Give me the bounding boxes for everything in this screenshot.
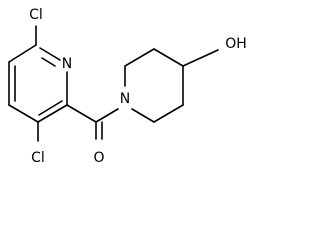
structure-canvas: Cl N Cl O N OH (8, 7, 247, 166)
bond-c3-c2 (37, 104, 68, 123)
bond-c2-carbonyl (66, 104, 97, 123)
bond-ce-n (131, 108, 155, 123)
bond-ca-cb (124, 48, 155, 67)
bond-n1-c6 (39, 47, 61, 61)
atom-label-n-piperidine: N (120, 91, 130, 107)
bond-n1-c6-inner (41, 57, 56, 67)
bond-c3-c2-inner (38, 100, 63, 116)
bond-carbonyl-n (95, 108, 119, 123)
molecule-diagram: Cl N Cl O N OH (8, 7, 247, 166)
atom-label-cl-top: Cl (29, 7, 43, 23)
atom-label-o-carbonyl: O (93, 150, 104, 166)
bond-cd-ce (153, 104, 184, 123)
atom-label-cl-bottom: Cl (31, 150, 45, 166)
bond-c4-c3 (8, 104, 39, 123)
atom-label-oh: OH (225, 36, 247, 52)
bond-c6-c5 (8, 44, 37, 63)
bond-cb-cc (153, 48, 184, 67)
atom-label-n-pyridine: N (62, 56, 72, 72)
bond-cc-o (182, 49, 219, 67)
